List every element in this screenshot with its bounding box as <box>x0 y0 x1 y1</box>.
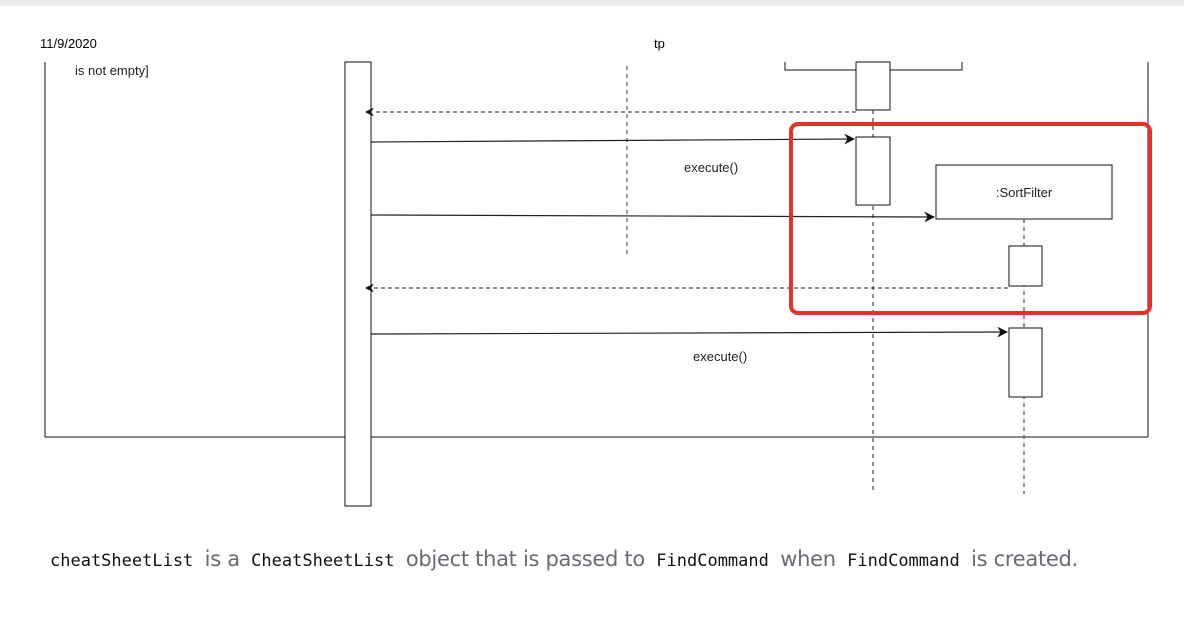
print-date: 11/9/2020 <box>40 36 97 51</box>
guard-condition-text: is not empty] <box>75 63 149 78</box>
call-arrow-findcommand <box>370 133 856 145</box>
execute-label-1: execute() <box>684 160 738 175</box>
page-top-strip <box>0 0 1184 6</box>
highlight-box <box>789 122 1152 315</box>
sortfilter-activation-2 <box>1008 327 1043 398</box>
code-findcommand-1: FindCommand <box>656 551 769 571</box>
sortfilter-activation-1 <box>1008 245 1043 287</box>
sortfilter-participant-label: :SortFilter <box>996 185 1053 200</box>
page-title: tp <box>654 36 665 51</box>
caller-activation-bar <box>344 61 372 507</box>
sequence-diagram: is not empty] execute() :SortFilter exec… <box>44 61 1152 507</box>
code-cheatsheetlist-class: CheatSheetList <box>251 551 395 571</box>
findcommand-activation-2 <box>855 136 891 206</box>
call-arrow-sortfilter-execute <box>370 326 1009 338</box>
code-cheatsheetlist-var: cheatSheetList <box>50 551 194 571</box>
caption-text-2: object that is passed to <box>399 547 652 571</box>
caption-text-4: is created. <box>964 547 1078 571</box>
loop-fragment-frame <box>44 62 1149 438</box>
create-arrow-sortfilter <box>370 211 936 223</box>
code-findcommand-2: FindCommand <box>847 551 960 571</box>
caption-paragraph: cheatSheetList is a CheatSheetList objec… <box>45 543 1155 577</box>
caption-text-3: when <box>773 547 843 571</box>
caption-text-1: is a <box>198 547 247 571</box>
findcommand-activation-1 <box>855 61 891 111</box>
execute-label-2: execute() <box>693 349 747 364</box>
